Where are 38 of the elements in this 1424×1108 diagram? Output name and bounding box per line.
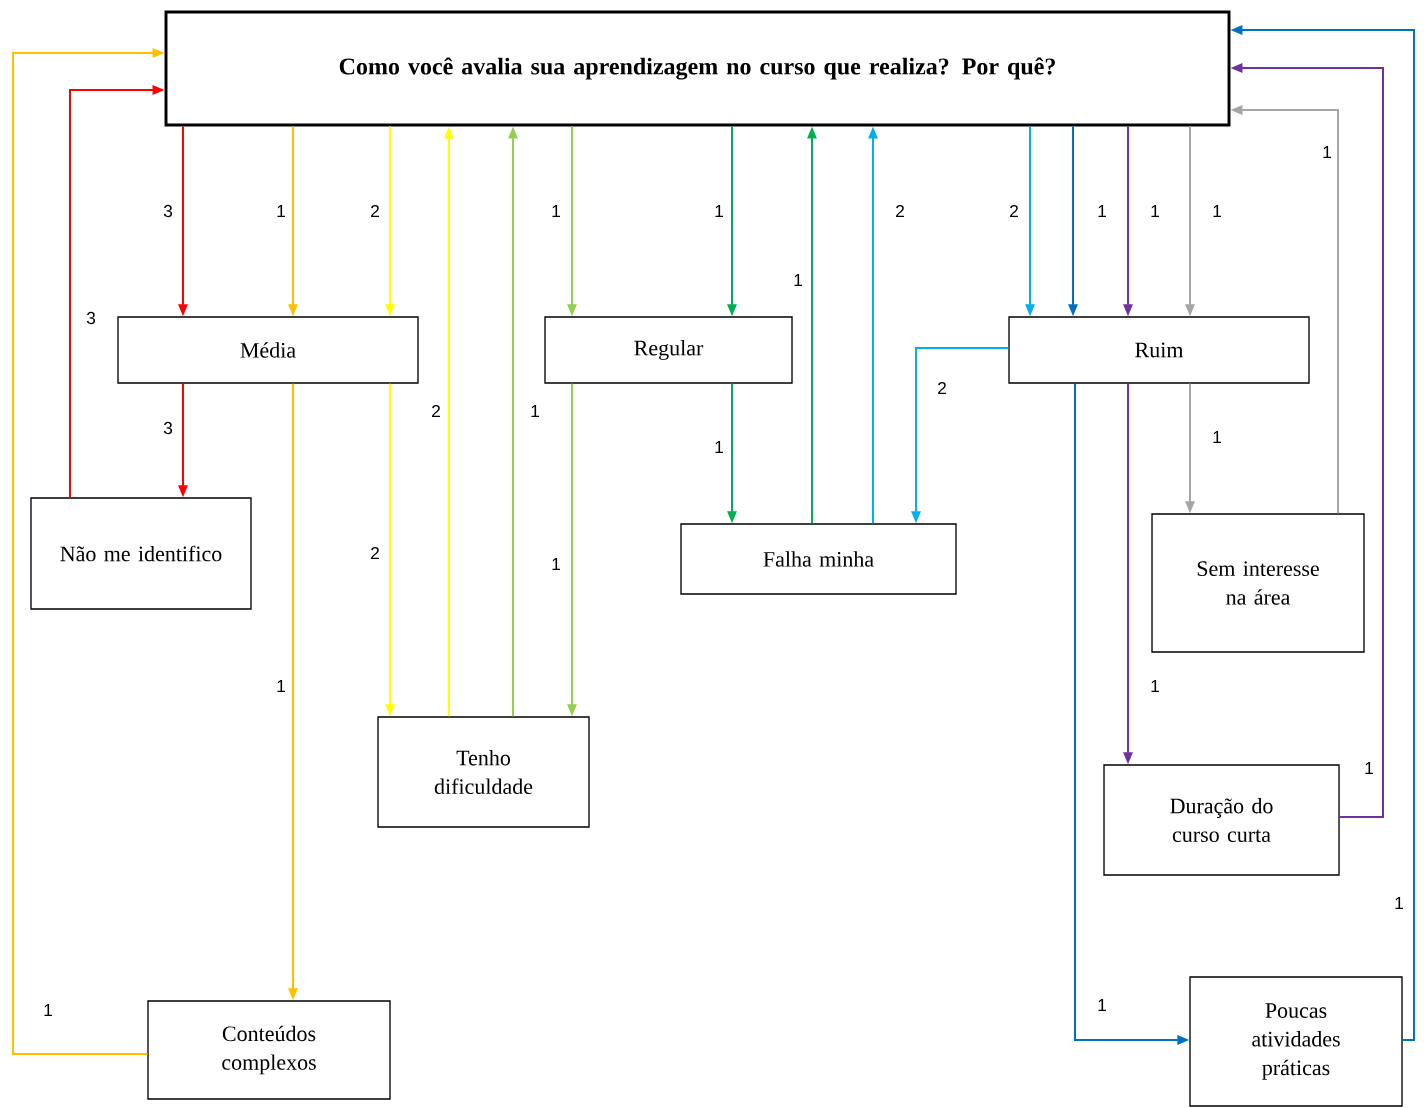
edge-label: 1 [549, 203, 563, 219]
edge-label: 1 [791, 272, 805, 288]
edge-label: 2 [429, 402, 443, 420]
edge-label: 1 [1392, 895, 1406, 911]
edge-label: 1 [712, 203, 726, 219]
answer-box: Duração do curso curta [1103, 764, 1340, 876]
edge-label: 2 [1007, 202, 1021, 220]
edge-label: 3 [161, 419, 175, 437]
edge-label: 1 [1095, 997, 1109, 1013]
edge-label: 1 [549, 556, 563, 572]
edge-label: 1 [274, 203, 288, 219]
answer-box: Falha minha [680, 523, 957, 595]
answer-box: Não me identifico [30, 497, 252, 610]
edge-label: 1 [1210, 203, 1224, 219]
edge-label: 3 [84, 309, 98, 327]
edge-label: 1 [41, 1002, 55, 1018]
edge-label: 1 [1095, 203, 1109, 219]
edge-label: 2 [368, 544, 382, 562]
edge-label: 1 [1148, 678, 1162, 694]
answer-box: Conteúdos complexos [147, 1000, 391, 1100]
edge-label: 1 [1362, 760, 1376, 776]
question-box: Como você avalia sua aprendizagem no curso que realiza? Por quê? [164, 10, 1231, 127]
answer-box: Sem interesse na área [1151, 513, 1365, 653]
answer-box: Regular [544, 316, 793, 384]
edge-label: 2 [935, 379, 949, 397]
answer-box: Ruim [1008, 316, 1310, 384]
edge-label: 1 [1210, 429, 1224, 445]
edge-label: 1 [1148, 203, 1162, 219]
answer-box: Poucas atividades práticas [1189, 976, 1403, 1107]
edge-label: 1 [528, 403, 542, 419]
edge-label: 1 [1320, 144, 1334, 160]
edge-label: 2 [368, 202, 382, 220]
edge-label: 1 [274, 678, 288, 694]
edge-label: 1 [712, 439, 726, 455]
answer-box: Tenho dificuldade [377, 716, 590, 828]
edge-label: 3 [161, 202, 175, 220]
edge-label: 2 [893, 202, 907, 220]
answer-box: Média [117, 316, 419, 384]
